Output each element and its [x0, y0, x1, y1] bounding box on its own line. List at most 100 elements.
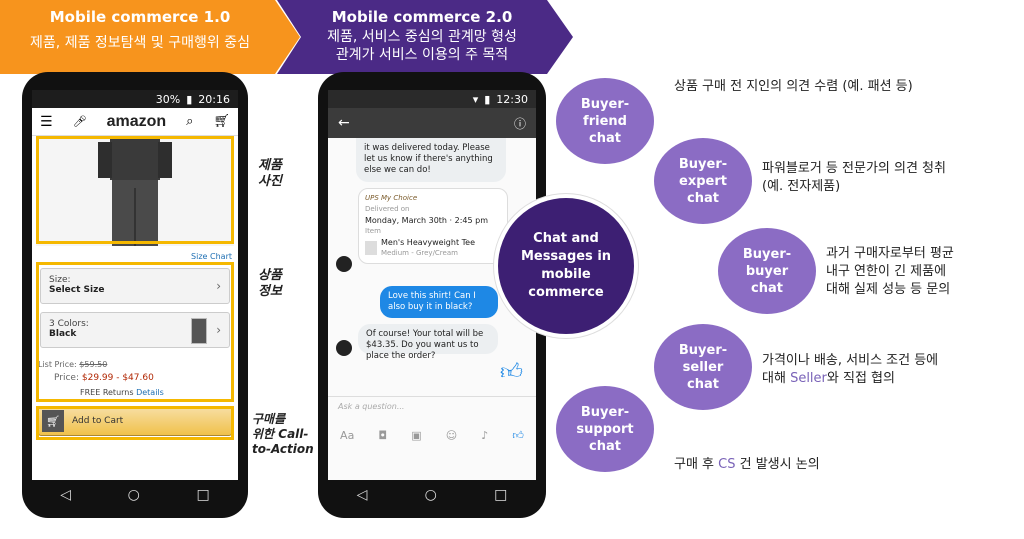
desc-text: 건 발생시 논의 — [735, 457, 820, 472]
android-nav-bar: ◁ ○ □ — [328, 482, 536, 508]
center-circle-label: Chat and Messages in mobile commerce — [520, 231, 612, 300]
returns-text: FREE Returns — [80, 388, 134, 397]
desc-line: 대해 실제 성능 등 문의 — [826, 282, 951, 297]
highlight-cta — [36, 406, 234, 440]
banner2-title: Mobile commerce 2.0 — [331, 8, 513, 26]
wifi-icon: ▾ — [472, 92, 479, 106]
message-bubble-received: it was delivered today. Please let us kn… — [356, 138, 506, 182]
thumbs-up-sticker-icon: 👍︎ — [500, 360, 523, 385]
amazon-logo[interactable]: amazon — [106, 112, 167, 130]
desc-buyer-support: 구매 후 CS 건 발생시 논의 — [674, 456, 820, 474]
battery-text: 30% — [155, 92, 181, 106]
battery-icon: ▮ — [186, 92, 193, 106]
cart-icon: 🛒︎ — [42, 410, 64, 432]
chevron-right-icon: › — [216, 323, 221, 337]
circle-buyer-buyer: Buyer-buyer chat — [718, 228, 816, 314]
composer-toolbar: Aa ◘ ▣ ☺ ♪ 👍︎ — [328, 424, 536, 446]
gallery-icon[interactable]: ▣ — [411, 428, 422, 442]
label-call-to-action: 구매를 위한 Call- to-Action — [252, 412, 314, 456]
status-bar: 30% ▮ 20:16 — [32, 90, 238, 108]
center-circle-chat-messages: Chat and Messages in mobile commerce — [494, 194, 638, 338]
seller-avatar — [336, 340, 352, 356]
returns-row: FREE Returns Details — [80, 388, 164, 397]
add-to-cart-button[interactable]: 🛒︎ Add to Cart — [38, 406, 232, 436]
emoji-icon[interactable]: ☺ — [445, 428, 458, 442]
clock-text: 20:16 — [198, 92, 230, 106]
back-icon[interactable]: ◁ — [356, 487, 368, 503]
label-product-info: 상품 정보 — [258, 268, 282, 299]
desc-line: 가격이나 배송, 서비스 조건 등에 — [762, 353, 939, 368]
banner2-subtitle-line2: 관계가 서비스 이용의 주 목적 — [335, 47, 509, 63]
desc-line: (예. 전자제품) — [762, 179, 841, 194]
desc-text: 와 직접 협의 — [826, 371, 895, 386]
recents-icon[interactable]: □ — [196, 487, 210, 503]
list-price-label: List Price: — [38, 360, 77, 369]
circle-buyer-friend: Buyer-friend chat — [556, 78, 654, 164]
home-icon[interactable]: ○ — [424, 487, 437, 503]
messenger-header: ← ⓘ — [328, 108, 536, 138]
size-selector[interactable]: Size: Select Size › — [40, 268, 230, 304]
battery-icon: ▮ — [484, 92, 491, 106]
label-product-photo: 제품 사진 — [258, 158, 282, 189]
text-format-icon[interactable]: Aa — [340, 428, 355, 442]
amazon-header: ☰ 🎤︎ amazon ⌕ 🛒︎ — [32, 108, 238, 136]
seller-avatar — [336, 256, 352, 272]
circle-label: Buyer-expert chat — [678, 156, 728, 206]
returns-details-link[interactable]: Details — [136, 388, 164, 397]
size-chart-link[interactable]: Size Chart — [191, 252, 232, 261]
recents-icon[interactable]: □ — [494, 487, 508, 503]
card-delivered-label: Delivered on — [365, 205, 410, 213]
desc-highlight: Seller — [790, 371, 827, 386]
circle-buyer-expert: Buyer-expert chat — [654, 138, 752, 224]
add-to-cart-label: Add to Cart — [72, 416, 124, 426]
size-label: Size: — [49, 275, 71, 285]
banner-mobile-commerce-2: Mobile commerce 2.0 제품, 서비스 중심의 관계망 형성 관… — [277, 0, 573, 74]
menu-icon[interactable]: ☰ — [40, 113, 53, 130]
list-price-row: List Price: $59.50 — [38, 360, 107, 369]
circle-label: Buyer-seller chat — [678, 342, 728, 392]
chevron-right-icon: › — [216, 279, 221, 293]
price-row: Price: $29.99 - $47.60 — [54, 373, 154, 383]
amazon-screen: 30% ▮ 20:16 ☰ 🎤︎ amazon ⌕ 🛒︎ Size Chart … — [32, 90, 238, 480]
list-price: $59.50 — [79, 360, 108, 369]
info-icon[interactable]: ⓘ — [513, 116, 526, 131]
message-input[interactable]: Ask a question... — [338, 402, 405, 411]
color-selector[interactable]: 3 Colors: Black › — [40, 312, 230, 348]
product-photo[interactable] — [36, 138, 234, 246]
circle-label: Buyer-support chat — [576, 404, 634, 454]
like-icon[interactable]: 👍︎ — [512, 428, 524, 442]
circle-label: Buyer-friend chat — [580, 96, 630, 146]
message-bubble-sent: Love this shirt! Can I also buy it in bl… — [380, 286, 498, 318]
shirt-thumbnail — [365, 241, 377, 255]
phone-amazon: 30% ▮ 20:16 ☰ 🎤︎ amazon ⌕ 🛒︎ Size Chart … — [22, 72, 248, 518]
desc-buyer-expert: 파워블로거 등 전문가의 의견 청취 (예. 전자제품) — [762, 160, 946, 196]
camera-icon[interactable]: ◘ — [378, 428, 388, 442]
desc-line: 파워블로거 등 전문가의 의견 청취 — [762, 161, 946, 176]
mic-icon[interactable]: ♪ — [481, 428, 489, 442]
home-icon[interactable]: ○ — [127, 487, 140, 503]
banner1-shape — [0, 0, 300, 74]
size-value: Select Size — [49, 285, 105, 295]
clock-text: 12:30 — [496, 92, 528, 106]
color-label: 3 Colors: — [49, 319, 89, 329]
order-card[interactable]: UPS My Choice Delivered on Monday, March… — [358, 188, 508, 264]
circle-buyer-seller: Buyer-seller chat — [654, 324, 752, 410]
desc-text: 대해 — [762, 371, 791, 386]
highlight-product-photo — [36, 136, 234, 244]
price-label: Price: — [54, 373, 79, 383]
price-value: $29.99 - $47.60 — [81, 373, 154, 383]
back-arrow-icon[interactable]: ← — [338, 115, 350, 131]
ups-brand: UPS My Choice — [365, 194, 418, 202]
card-item-sub: Medium - Grey/Cream — [381, 249, 458, 257]
cart-icon[interactable]: 🛒︎ — [213, 114, 230, 129]
mic-icon[interactable]: 🎤︎ — [72, 115, 87, 128]
search-icon[interactable]: ⌕ — [186, 114, 194, 129]
card-date: Monday, March 30th · 2:45 pm — [365, 216, 488, 225]
desc-buyer-buyer: 과거 구매자로부터 평균 내구 연한이 긴 제품에 대해 실제 성능 등 문의 — [826, 245, 954, 299]
color-value: Black — [49, 329, 77, 339]
desc-line: 내구 연한이 긴 제품에 — [826, 264, 947, 279]
banner1-title: Mobile commerce 1.0 — [49, 8, 231, 26]
color-swatch — [191, 318, 207, 344]
circle-buyer-support: Buyer-support chat — [556, 386, 654, 472]
back-icon[interactable]: ◁ — [60, 487, 72, 503]
